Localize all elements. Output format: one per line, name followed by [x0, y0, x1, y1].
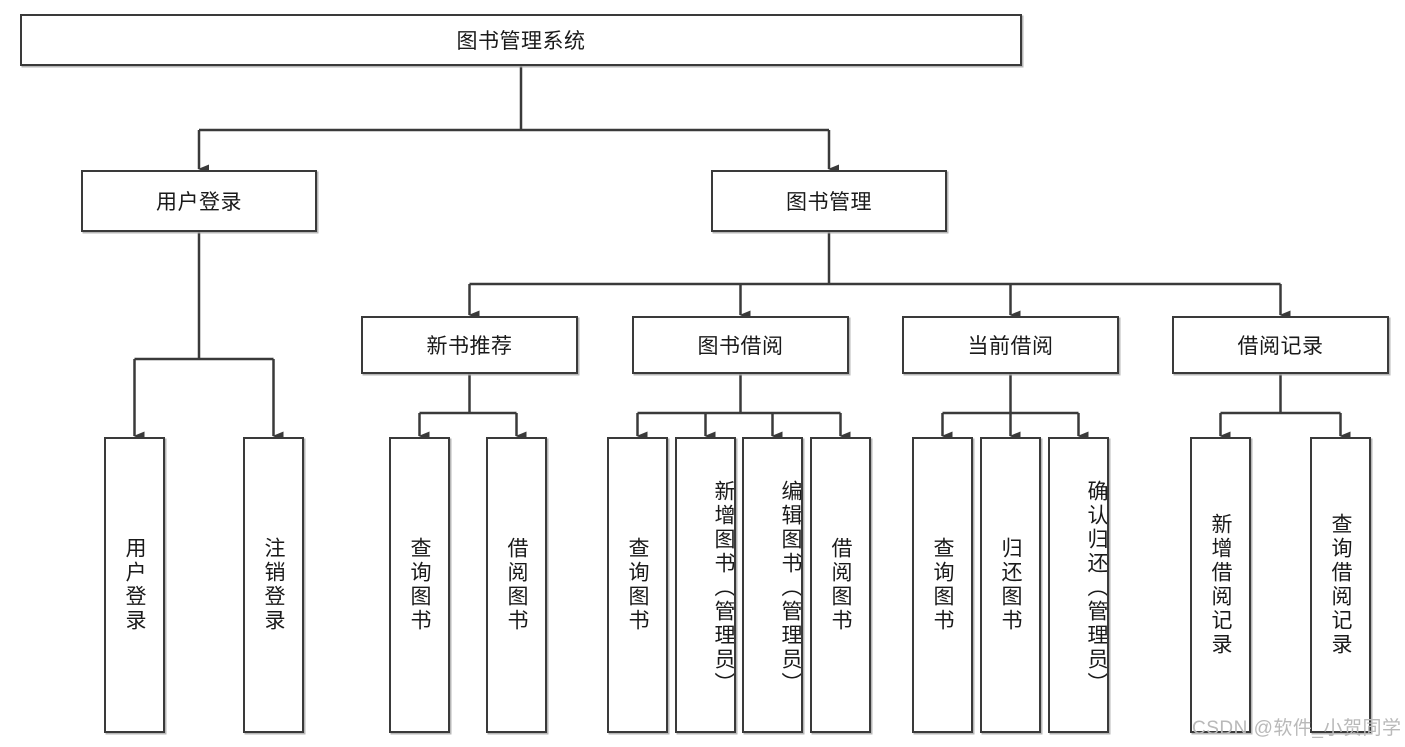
- leaf-query-borrow-record[interactable]: 查询借阅记录: [1310, 437, 1371, 733]
- node-label: 图书管理: [786, 191, 872, 214]
- node-label: 注销登录: [262, 537, 285, 633]
- node-borrow-record[interactable]: 借阅记录: [1172, 316, 1389, 374]
- node-root-system[interactable]: 图书管理系统: [20, 14, 1022, 66]
- leaf-confirm-return-admin[interactable]: 确认归还（管理员）: [1048, 437, 1109, 733]
- leaf-borrow-book-recommend[interactable]: 借阅图书: [486, 437, 547, 733]
- node-label: 图书借阅: [697, 335, 784, 358]
- node-label: 查询图书: [408, 537, 431, 633]
- leaf-user-login[interactable]: 用户登录: [104, 437, 165, 733]
- node-label: 新书推荐: [426, 335, 513, 358]
- leaf-add-borrow-record[interactable]: 新增借阅记录: [1190, 437, 1251, 733]
- node-label: 用户登录: [156, 191, 242, 214]
- node-label: 图书管理系统: [456, 30, 586, 53]
- node-label: 借阅图书: [829, 537, 852, 633]
- node-label: 借阅图书: [505, 537, 528, 633]
- node-label: 当前借阅: [967, 335, 1054, 358]
- node-label: 编辑图书（管理员）: [779, 480, 801, 696]
- node-label: 借阅记录: [1237, 335, 1324, 358]
- leaf-query-book-current[interactable]: 查询图书: [912, 437, 973, 733]
- leaf-query-book-recommend[interactable]: 查询图书: [389, 437, 450, 733]
- leaf-borrow-book[interactable]: 借阅图书: [810, 437, 871, 733]
- node-label: 归还图书: [999, 537, 1022, 633]
- leaf-return-book[interactable]: 归还图书: [980, 437, 1041, 733]
- node-label: 查询图书: [931, 537, 954, 633]
- csdn-watermark: CSDN @软件_小贺同学: [1192, 718, 1402, 739]
- edge-layer: [133, 66, 1351, 441]
- node-new-book-recommend[interactable]: 新书推荐: [361, 316, 578, 374]
- node-label: 新增图书（管理员）: [712, 480, 734, 696]
- node-book-management[interactable]: 图书管理: [711, 170, 947, 232]
- leaf-logout[interactable]: 注销登录: [243, 437, 304, 733]
- node-label: 用户登录: [123, 537, 146, 633]
- node-label: 查询借阅记录: [1329, 513, 1352, 657]
- leaf-edit-book-admin[interactable]: 编辑图书（管理员）: [742, 437, 803, 733]
- node-current-borrow[interactable]: 当前借阅: [902, 316, 1119, 374]
- node-label: 查询图书: [626, 537, 649, 633]
- node-user-login[interactable]: 用户登录: [81, 170, 317, 232]
- leaf-add-book-admin[interactable]: 新增图书（管理员）: [675, 437, 736, 733]
- node-label: 新增借阅记录: [1209, 513, 1232, 657]
- node-label: 确认归还（管理员）: [1085, 480, 1107, 696]
- node-book-borrow[interactable]: 图书借阅: [632, 316, 849, 374]
- leaf-query-book-borrow[interactable]: 查询图书: [607, 437, 668, 733]
